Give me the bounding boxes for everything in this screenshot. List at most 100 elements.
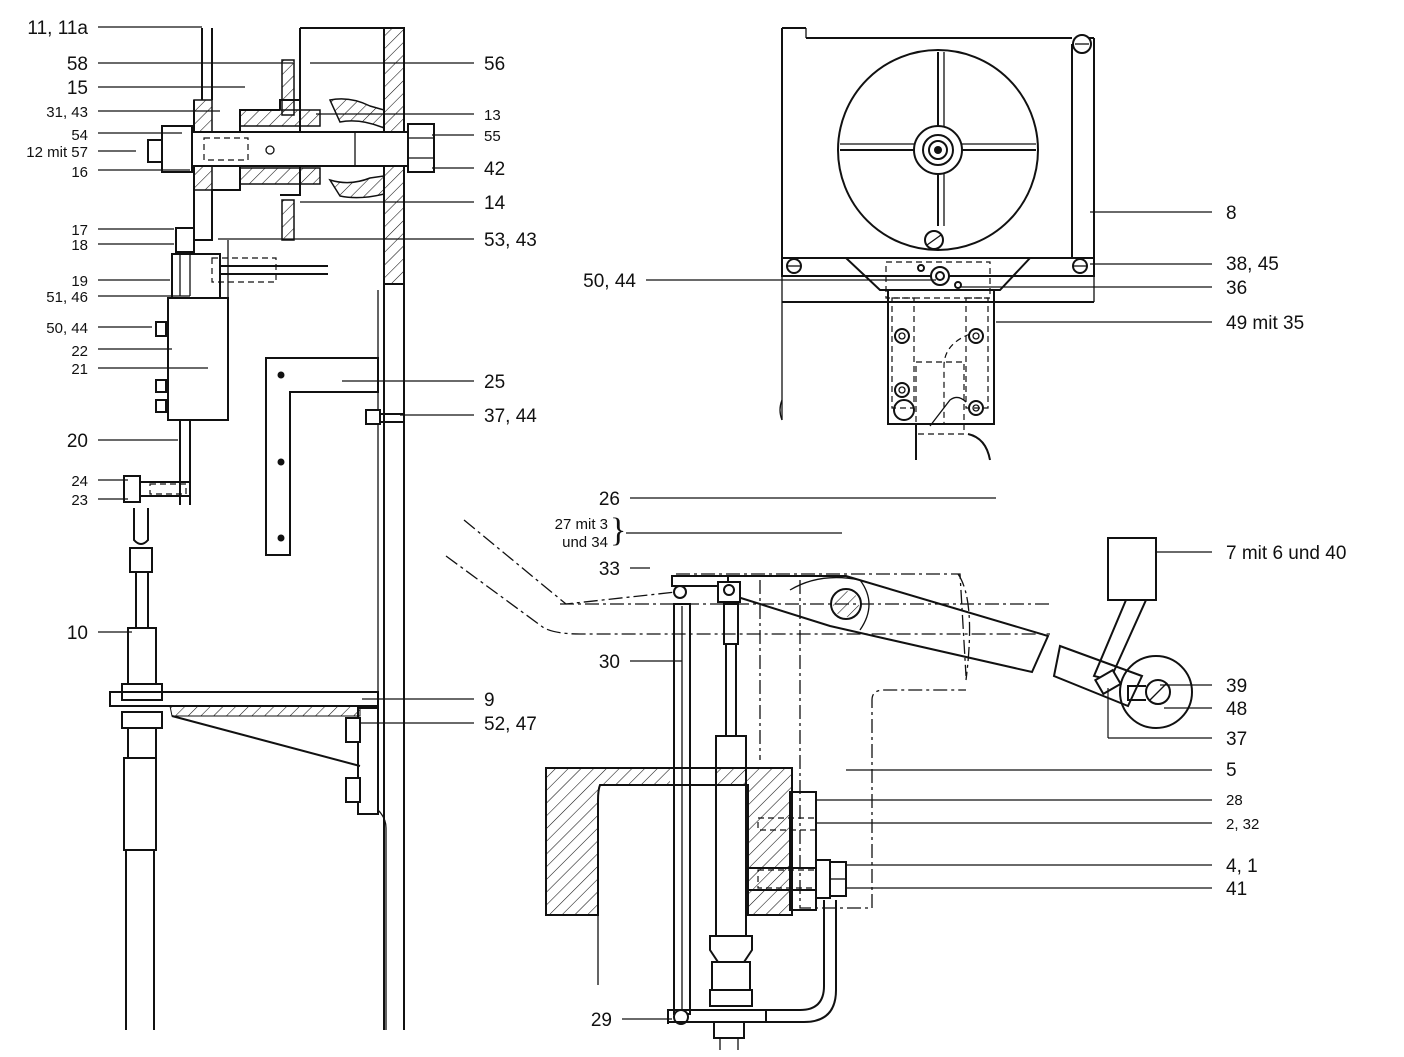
callout-c-8: 8	[1090, 203, 1237, 224]
callout-label: 53, 43	[484, 230, 537, 251]
callout-c-22: 22	[71, 343, 172, 360]
callout-c-37: 37	[1108, 729, 1247, 750]
rod-10	[121, 508, 163, 1030]
callout-c-20: 20	[67, 431, 178, 452]
callout-c-51-46: 51, 46	[46, 289, 190, 306]
callout-label: 4, 1	[1226, 856, 1258, 877]
callout-c-42: 42	[432, 159, 505, 180]
callout-label: 55	[484, 128, 501, 145]
callout-c-39: 39	[1160, 676, 1247, 697]
callout-c-53-43: 53, 43	[218, 230, 537, 251]
bent-tube	[766, 900, 837, 1023]
callout-label: 27 mit 3	[555, 516, 608, 533]
callout-brace-icon: }	[610, 512, 627, 549]
callout-c-10: 10	[67, 623, 132, 644]
callout-label: 29	[591, 1010, 612, 1031]
callout-c-9: 9	[362, 690, 495, 711]
callout-label: 14	[484, 193, 506, 214]
counterweight	[1092, 537, 1193, 738]
callout-c-58: 58	[67, 54, 293, 75]
callout-c-48: 48	[1164, 699, 1247, 720]
callout-label: 30	[599, 652, 620, 673]
callout-label: 20	[67, 431, 88, 452]
callout-label: 56	[484, 54, 505, 75]
callout-label: 37	[1226, 729, 1247, 750]
callout-label: 41	[1226, 879, 1247, 900]
callout-c-21: 21	[71, 361, 208, 378]
callout-label: 9	[484, 690, 495, 711]
callout-label: 22	[71, 343, 88, 360]
callout-label: 54	[71, 127, 88, 144]
callout-label: 36	[1226, 278, 1247, 299]
left-assembly	[109, 27, 435, 1030]
bracket-block	[168, 227, 328, 421]
callout-label: 24	[71, 473, 88, 490]
callout-label: 39	[1226, 676, 1247, 697]
callout-label: 18	[71, 237, 88, 254]
callout-label: 12 mit 57	[26, 144, 88, 161]
callout-label: 5	[1226, 760, 1237, 781]
callout-c-31-43: 31, 43	[46, 104, 220, 121]
callout-c-55: 55	[432, 128, 501, 145]
phantom-outline	[445, 519, 1050, 909]
callout-label: 21	[71, 361, 88, 378]
callout-label: 8	[1226, 203, 1237, 224]
callout-c-16: 16	[71, 164, 190, 181]
callout-c-13: 13	[316, 107, 501, 124]
callout-label: 28	[1226, 792, 1243, 809]
spindle-shaft	[147, 123, 435, 173]
callout-c-30: 30	[599, 652, 682, 673]
slider-arm	[123, 297, 229, 505]
mount-bracket	[745, 791, 847, 911]
callout-c-4-1: 4, 1	[846, 856, 1258, 877]
callout-label: 52, 47	[484, 714, 537, 735]
callout-c-37-44: 37, 44	[400, 406, 537, 427]
callout-label: 48	[1226, 699, 1247, 720]
callout-label: 37, 44	[484, 406, 537, 427]
callout-label: und 34	[562, 534, 608, 551]
callout-c-28: 28	[816, 792, 1243, 809]
callout-label: 42	[484, 159, 505, 180]
callout-c-50-44-right: 50, 44	[583, 271, 936, 292]
callout-label: 23	[71, 492, 88, 509]
callout-label: 33	[599, 559, 620, 580]
callout-c-52-47: 52, 47	[360, 714, 537, 735]
callout-c-5: 5	[846, 760, 1237, 781]
callout-label: 50, 44	[583, 271, 636, 292]
callout-label: 16	[71, 164, 88, 181]
callout-label: 19	[71, 273, 88, 290]
callout-c-54: 54	[71, 127, 182, 144]
callout-c-17: 17	[71, 222, 174, 239]
callout-c-50-44-left: 50, 44	[46, 320, 152, 337]
cover-plate	[779, 27, 1095, 421]
callout-label: 17	[71, 222, 88, 239]
callout-label: 26	[599, 489, 620, 510]
callout-label: 51, 46	[46, 289, 88, 306]
callout-c-11-11a: 11, 11a	[27, 18, 202, 39]
damper	[667, 581, 767, 1050]
angle-plate	[265, 357, 404, 556]
callout-c-15: 15	[67, 78, 245, 99]
callout-label: 2, 32	[1226, 816, 1259, 833]
callout-label: 7 mit 6 und 40	[1226, 543, 1346, 564]
callout-c-14: 14	[300, 193, 506, 214]
callout-label: 15	[67, 78, 88, 99]
callout-c-7: 7 mit 6 und 40	[1156, 543, 1346, 564]
callout-c-18: 18	[71, 237, 174, 254]
callout-c-56: 56	[310, 54, 505, 75]
top-right-assembly	[779, 27, 1095, 461]
hand-wheel	[837, 49, 1039, 251]
callout-c-29: 29	[591, 1010, 672, 1031]
callout-c-2-32: 2, 32	[816, 816, 1259, 833]
callout-c-12-mit-57: 12 mit 57	[26, 144, 136, 161]
callout-c-36: 36	[960, 278, 1247, 299]
callout-label: 58	[67, 54, 88, 75]
callout-label: 25	[484, 372, 505, 393]
callout-c-23: 23	[71, 492, 128, 509]
support-bracket	[109, 691, 379, 815]
callout-label: 38, 45	[1226, 254, 1279, 275]
callout-label: 11, 11a	[27, 18, 88, 39]
